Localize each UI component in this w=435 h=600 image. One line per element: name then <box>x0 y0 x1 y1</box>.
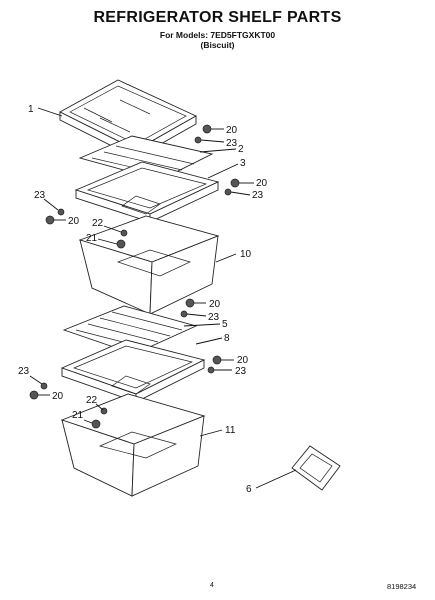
document-number: 8198234 <box>387 582 417 591</box>
color-line: (Biscuit) <box>200 40 235 50</box>
callout-20-d: 20 <box>209 299 221 310</box>
callout-23-f: 23 <box>18 366 30 377</box>
callout-8: 8 <box>224 333 230 344</box>
part-10-upper-crisper-drawer <box>78 215 220 315</box>
callout-23-c: 23 <box>34 190 46 201</box>
callout-22-a: 22 <box>92 218 104 229</box>
callout-6: 6 <box>246 484 252 495</box>
page-number: 4 <box>210 582 214 589</box>
part-8-lower-crisper-cover <box>60 339 206 403</box>
callout-2: 2 <box>238 144 244 155</box>
part-6-label-card <box>291 445 341 491</box>
callout-1: 1 <box>28 104 34 115</box>
callout-20-f: 20 <box>52 391 64 402</box>
leader-lines <box>29 107 297 489</box>
callout-20-e: 20 <box>237 355 249 366</box>
callout-23-d: 23 <box>208 312 220 323</box>
models-line: For Models: 7ED5FTGXKT00 <box>159 30 276 40</box>
callout-11: 11 <box>225 425 236 436</box>
callout-20-a: 20 <box>226 125 238 136</box>
callout-21-a: 21 <box>86 233 98 244</box>
callout-labels: 1 20 23 2 3 20 23 23 20 22 21 10 20 23 5… <box>18 104 268 495</box>
callout-23-a: 23 <box>226 138 238 149</box>
callout-20-b: 20 <box>256 178 268 189</box>
part-3-crisper-cover <box>74 161 220 223</box>
callout-23-b: 23 <box>252 190 264 201</box>
callout-23-e: 23 <box>235 366 247 377</box>
part-11-lower-crisper-drawer <box>60 393 206 497</box>
callout-3: 3 <box>240 158 246 169</box>
callout-22-b: 22 <box>86 395 98 406</box>
page-title: REFRIGERATOR SHELF PARTS <box>93 9 342 26</box>
callout-21-b: 21 <box>72 410 84 421</box>
callout-10: 10 <box>240 249 252 260</box>
callout-5: 5 <box>222 319 228 330</box>
callout-20-c: 20 <box>68 216 80 227</box>
